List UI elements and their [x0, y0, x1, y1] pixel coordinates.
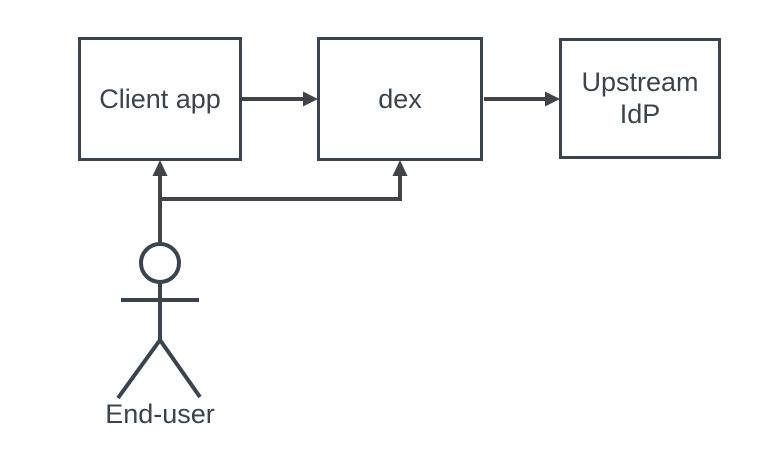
edge-end-user-to-client-app: [152, 160, 168, 245]
node-dex-box: [317, 37, 483, 161]
actor-right-leg: [158, 338, 202, 399]
edge-end-user-to-dex-arrowhead: [392, 160, 408, 176]
node-dex: dex: [317, 37, 483, 161]
edge-dex-to-upstream-idp-arrowhead: [545, 91, 560, 107]
actor-left-leg: [116, 338, 162, 400]
edge-dex-to-upstream-idp: [484, 91, 560, 107]
edge-client-app-to-dex: [242, 91, 318, 107]
actor-head: [139, 242, 181, 284]
node-client-app-box: [78, 37, 242, 161]
edge-client-app-to-dex-arrowhead: [303, 91, 318, 107]
node-upstream-idp-box: [559, 38, 721, 159]
edge-end-user-to-client-app-arrowhead: [152, 160, 168, 176]
edge-end-user-to-dex: [158, 160, 408, 201]
actor-label: End-user: [105, 399, 215, 429]
node-dex-label: dex: [378, 84, 422, 114]
node-client-app-label: Client app: [99, 84, 221, 114]
node-upstream-idp: Upstream IdP: [559, 38, 721, 159]
node-upstream-idp-label-line2: IdP: [620, 99, 661, 129]
node-upstream-idp-label-line1: Upstream: [581, 67, 698, 97]
actor-end-user: End-user: [105, 242, 215, 429]
edge-end-user-to-dex-line: [158, 175, 402, 201]
node-client-app: Client app: [78, 37, 242, 161]
